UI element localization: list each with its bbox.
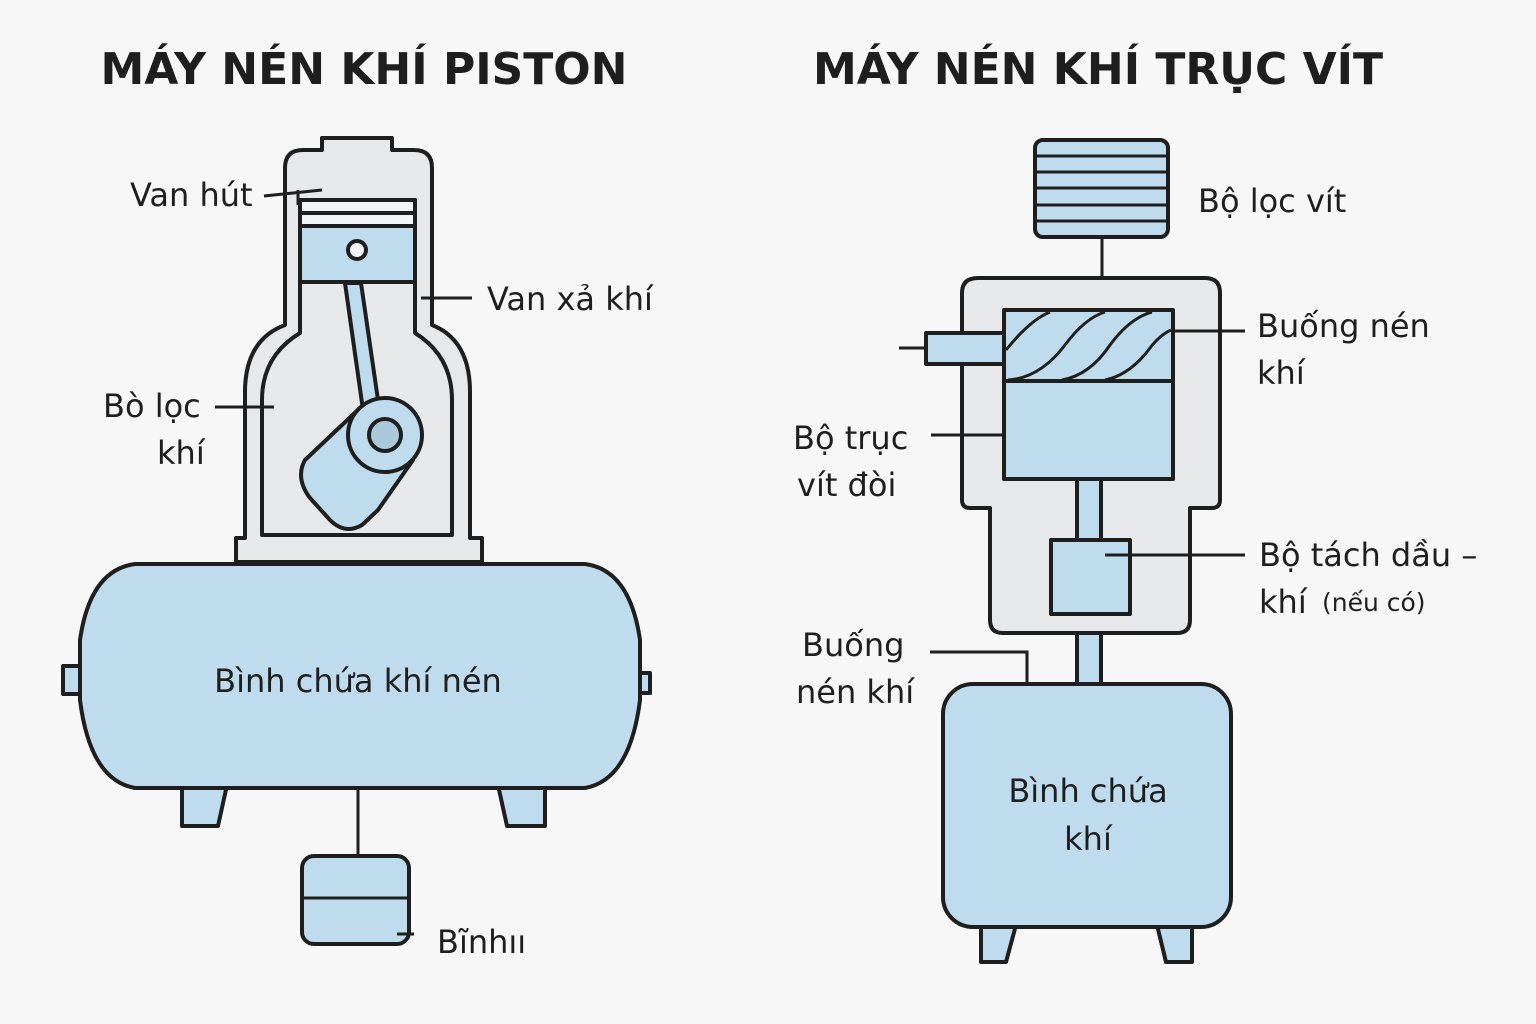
label-outlet-line2: nén khí <box>796 673 915 711</box>
oil-separator <box>1049 538 1132 616</box>
label-chamber-line2: khí <box>1257 354 1306 392</box>
twin-screw-block <box>1002 379 1175 481</box>
screw-tank-label-line2: khí <box>1064 820 1113 858</box>
leader-intake-valve <box>263 188 323 198</box>
screw-rotor-threads <box>1004 310 1172 382</box>
label-intake-valve: Van hút <box>130 176 253 214</box>
crankshaft <box>367 417 403 453</box>
screw-tank-leg-right <box>1155 923 1194 964</box>
screw-title: MÁY NÉN KHÍ TRỤC VÍT <box>813 42 1383 95</box>
leader-outlet <box>930 650 1029 684</box>
piston-pin <box>346 239 368 261</box>
screw-inlet-pipe <box>924 331 1006 366</box>
air-tank <box>78 562 642 790</box>
label-outlet-line1: Buống <box>802 626 904 664</box>
piston-compressor: Bình chứa khí nén Van hút Van xả khí Bò … <box>61 136 654 961</box>
label-twin-screw-line1: Bộ trục <box>793 419 908 457</box>
screw-compressor: Bình chứa khí Bộ lọc vít Buống nén khí B… <box>793 138 1477 964</box>
tank-leg-right <box>496 783 547 828</box>
tank-leg-left <box>180 783 229 828</box>
label-exhaust-valve: Van xả khí <box>487 280 654 318</box>
label-chamber-line1: Buống nén <box>1257 307 1430 345</box>
label-separator-line1: Bộ tách dầu – <box>1259 536 1477 574</box>
small-tank <box>300 854 411 946</box>
tank-label: Bình chứa khí nén <box>214 662 502 700</box>
screw-air-tank <box>941 682 1233 929</box>
label-separator-line2b: (nếu có) <box>1322 588 1426 617</box>
screw-tank-leg-left <box>979 923 1018 964</box>
label-separator-line2a: khí <box>1259 583 1308 621</box>
screw-tank-label-line1: Bình chứa <box>1008 772 1167 810</box>
piston-title: MÁY NÉN KHÍ PISTON <box>101 42 628 95</box>
screw-shaft-upper <box>1075 477 1103 542</box>
screw-shaft-lower <box>1075 631 1103 687</box>
label-screw-filter: Bộ lọc vít <box>1198 182 1346 220</box>
label-twin-screw-line2: vít đòi <box>797 466 896 504</box>
filter-fins <box>1035 154 1168 223</box>
label-small-tank: Bĩnhıı <box>437 923 526 961</box>
label-air-filter-line1: Bò lọc <box>103 387 201 425</box>
label-air-filter-line2: khí <box>157 434 206 472</box>
